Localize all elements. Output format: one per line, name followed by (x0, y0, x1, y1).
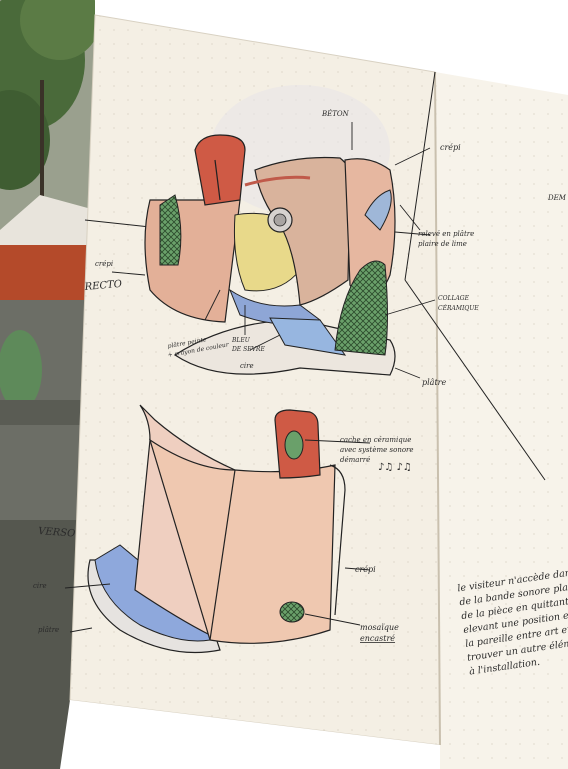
label-releve-1: relevé en plâtre (418, 230, 474, 238)
label-mosaique-2: encastré (360, 634, 395, 643)
verso-title: VERSO (38, 526, 76, 540)
label-beton: BÉTON (321, 109, 350, 118)
label-bleu-2: DE SEVRE (231, 346, 265, 353)
label-collage-1: COLLAGE (438, 295, 470, 302)
label-cache-3: démarré (340, 456, 370, 464)
label-bleu-1: BLEU (231, 337, 251, 344)
right-page-heading: DEM (547, 194, 567, 202)
label-platre-recto: plâtre (422, 378, 446, 387)
label-cache-1: cache en céramique (340, 436, 411, 444)
label-music-notes: ♪♫ ♪♫ (378, 462, 412, 473)
label-releve-2: plaire de lime (418, 240, 467, 248)
label-cache-2: avec système sonore (340, 446, 414, 454)
label-crepi-top: crépi (440, 143, 461, 152)
label-mosaique-1: mosaïque (360, 623, 399, 632)
label-crepi-left: crépi (95, 260, 113, 268)
label-collage-2: CÉRAMIQUE (438, 304, 479, 312)
label-platre-verso: plâtre (38, 626, 59, 634)
label-crepi-verso: crépi (355, 565, 376, 574)
label-cire-recto: cire (240, 362, 254, 370)
label-cire-verso: cire (33, 582, 47, 590)
